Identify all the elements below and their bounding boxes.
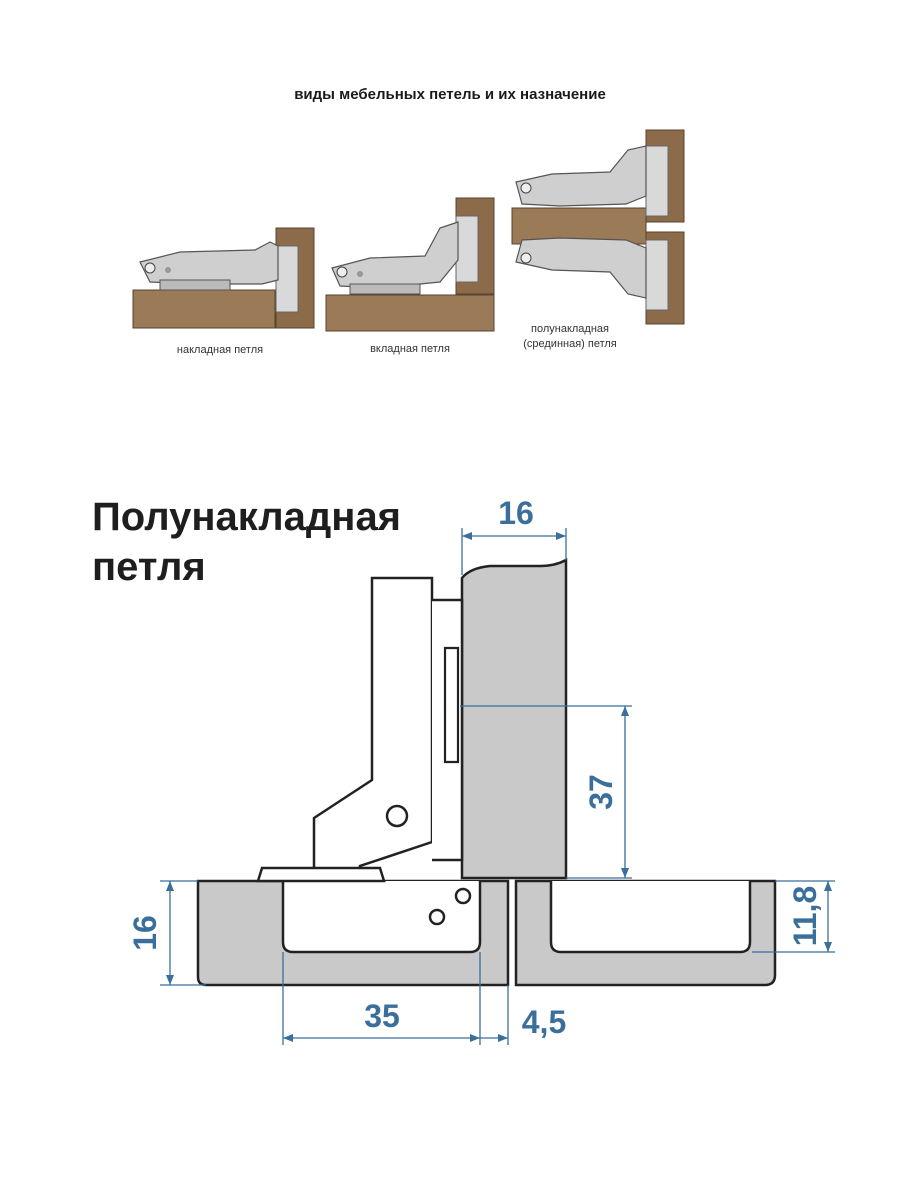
diagram-title: виды мебельных петель и их назначение	[294, 86, 606, 103]
inset-hinge-illustration	[325, 197, 495, 332]
dim-panel-thickness: 16	[127, 915, 163, 951]
title-line-1: Полунакладная	[92, 495, 402, 539]
page-title: Полунакладная петля	[92, 492, 401, 592]
dimension-lines	[160, 528, 835, 1045]
caption-overlay-hinge: накладная петля	[176, 344, 264, 356]
half-overlay-hinge-illustration	[511, 129, 685, 325]
cup-recess-right	[549, 881, 752, 954]
caption-half-overlay-line1: полунакладная	[531, 323, 609, 335]
hinge-arm	[312, 576, 434, 882]
dimension-arrows	[166, 532, 832, 1042]
dim-height-37: 37	[583, 774, 619, 810]
title-line-2: петля	[92, 545, 206, 589]
caption-half-overlay-hinge: полунакладная (срединная) петля	[500, 322, 640, 352]
cup-recess-left	[281, 881, 482, 954]
caption-inset-hinge: вкладная петля	[370, 343, 450, 355]
dim-cup-depth: 11,8	[787, 886, 823, 947]
overlay-hinge-illustration	[132, 227, 315, 329]
door-panel	[460, 557, 568, 880]
dim-gap: 4,5	[522, 1004, 566, 1040]
caption-half-overlay-line2: (срединная) петля	[523, 338, 617, 350]
technical-drawing	[196, 557, 777, 987]
dim-door-thickness: 16	[498, 495, 534, 531]
dim-cup-diameter: 35	[364, 998, 400, 1034]
